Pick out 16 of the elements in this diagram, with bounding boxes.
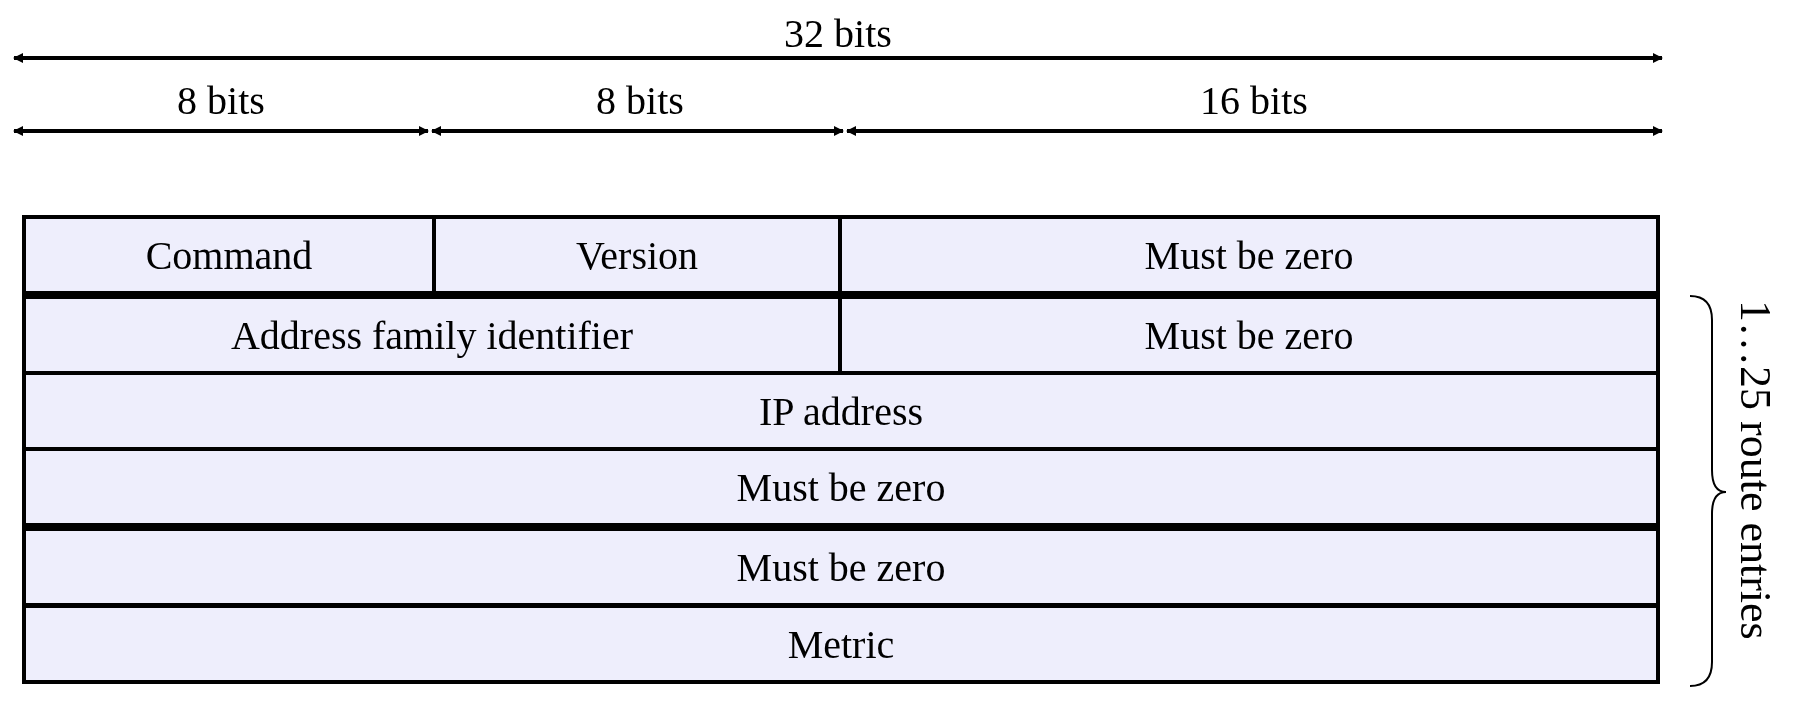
field-cell [22, 604, 1660, 684]
field-name: Must be zero [736, 463, 946, 511]
brace-label: 1…25 route entries [1730, 300, 1781, 640]
field-name: Command [145, 231, 313, 279]
dimension-label: 8 bits [596, 77, 684, 124]
field-name: IP address [758, 387, 923, 435]
dimension-label: 16 bits [1200, 77, 1308, 124]
field-name: Must be zero [1144, 311, 1354, 359]
field-name: Must be zero [1144, 231, 1354, 279]
field-cell [22, 527, 1660, 607]
dimension-label: 32 bits [784, 10, 892, 57]
field-name: Version [575, 231, 699, 279]
field-name: Metric [787, 620, 895, 668]
field-name: Must be zero [736, 543, 946, 591]
dimension-label: 8 bits [177, 77, 265, 124]
field-name: Address family identifier [230, 311, 634, 359]
